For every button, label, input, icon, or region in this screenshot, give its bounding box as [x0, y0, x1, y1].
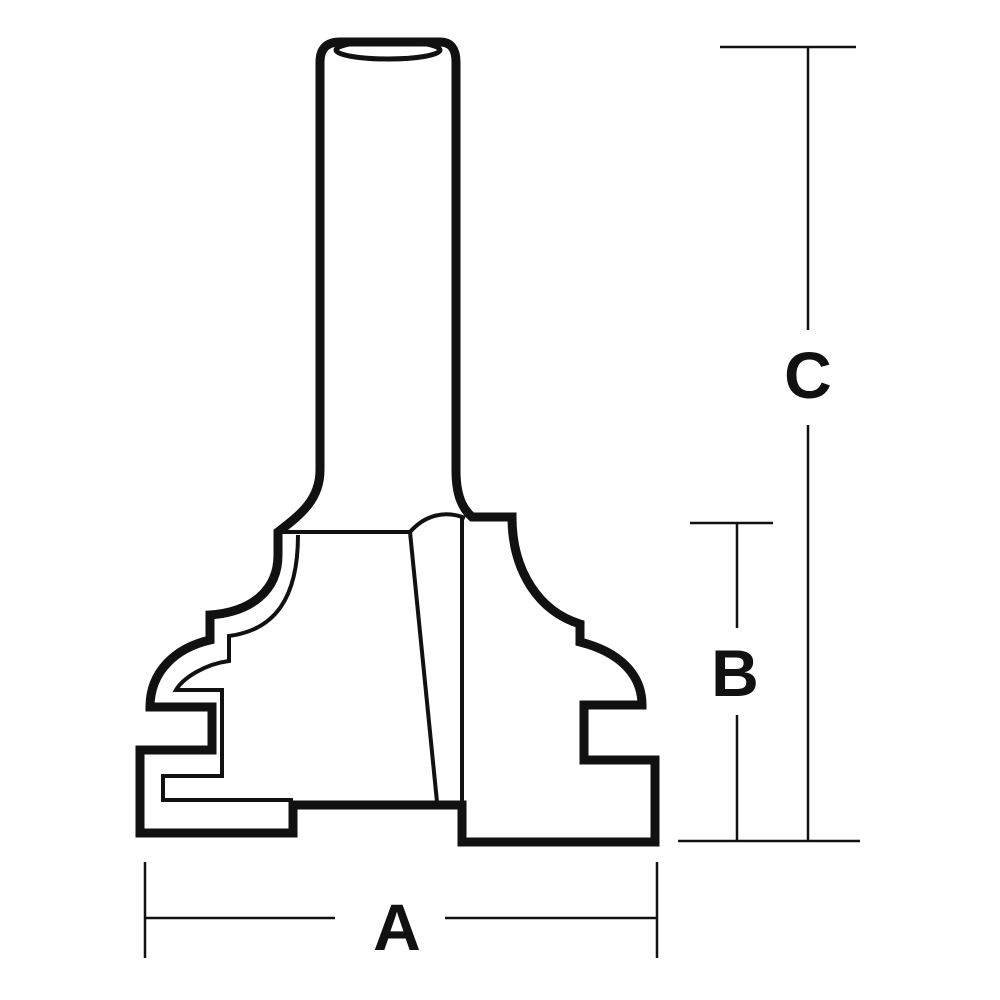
cutter-slant-line	[408, 531, 439, 803]
dimension-lines	[143, 45, 860, 958]
dimension-label-c: C	[784, 338, 832, 412]
dimension-label-a: A	[373, 890, 421, 964]
dimension-label-b: B	[711, 636, 759, 710]
shank-top-ellipse	[333, 38, 443, 62]
cutter-cap-curve	[408, 512, 466, 534]
inner-contour-line	[161, 534, 300, 802]
bit-outline	[135, 37, 660, 847]
